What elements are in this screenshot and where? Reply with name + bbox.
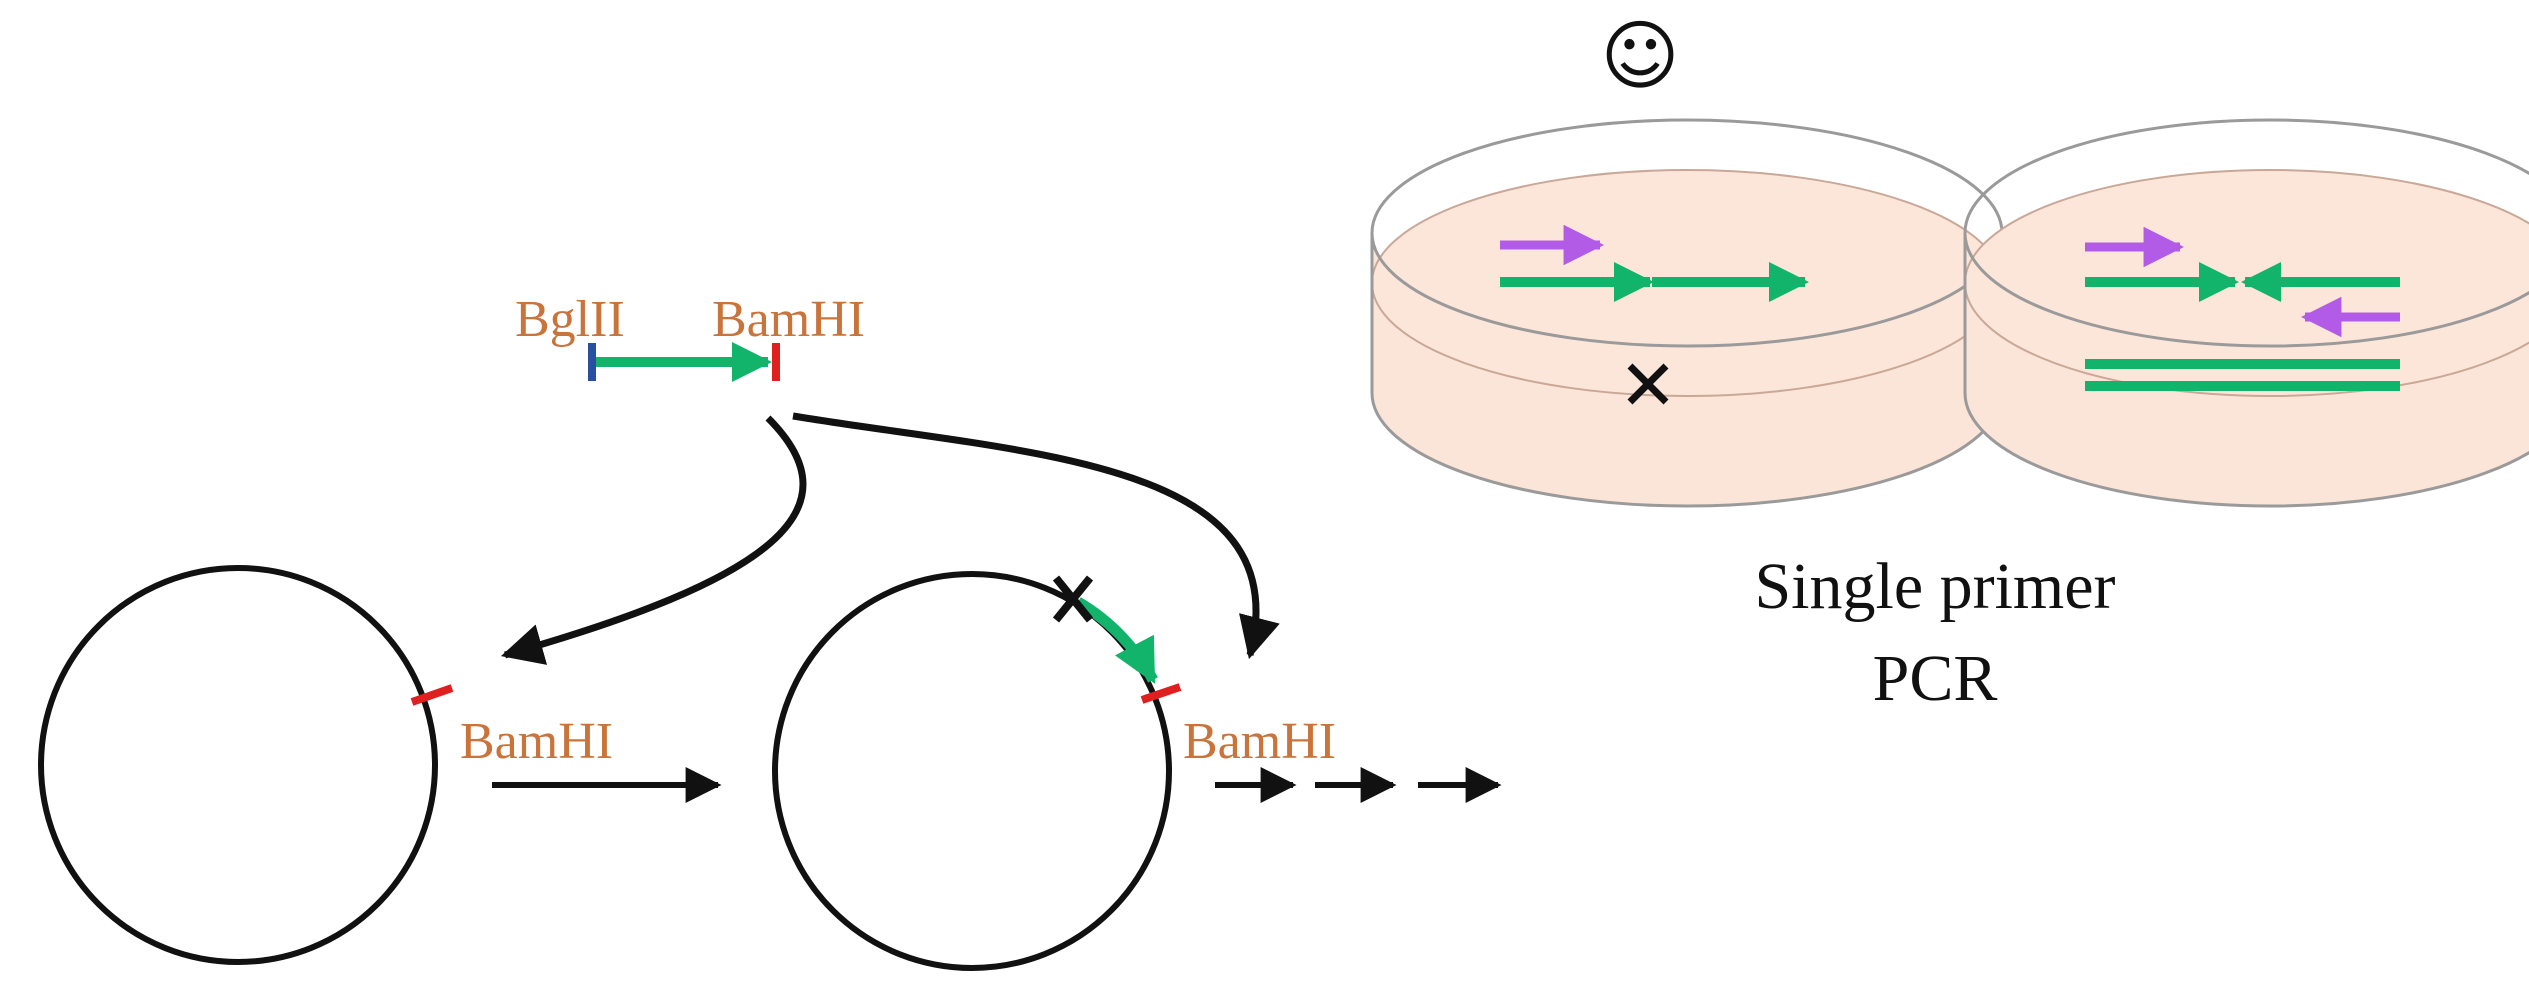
caption-line-2: PCR	[1873, 642, 1998, 715]
insert-fragment: BglII BamHI	[515, 291, 865, 382]
petri-dish-1	[1370, 118, 2004, 508]
caption-line-1: Single primer	[1754, 550, 2115, 623]
dish-2-bottom-rim	[1963, 392, 2529, 508]
blocked-site-x	[1052, 575, 1094, 623]
plasmid-2-bamhi-mark	[1140, 683, 1182, 704]
bamhi-fragment-label: BamHI	[712, 291, 865, 348]
inserted-fragment-arc	[1075, 597, 1158, 684]
insertion-arrow-right	[792, 412, 1280, 660]
bglII-label: BglII	[515, 291, 625, 348]
dish-1-bottom-rim	[1370, 392, 2004, 508]
plasmid-1-bamhi-mark	[410, 684, 454, 706]
petri-dish-2	[1963, 118, 2529, 508]
bamhi-plasmid-2-label: BamHI	[1183, 713, 1336, 770]
dish-2-top-rim	[1963, 118, 2529, 348]
plasmid-1: BamHI	[38, 565, 613, 965]
insertion-arrow-left	[500, 415, 807, 665]
bamhi-plasmid-1-label: BamHI	[460, 713, 613, 770]
plasmid-1-circle	[38, 565, 438, 965]
plasmid-2: BamHI	[772, 571, 1336, 971]
smiley-icon: ☺	[1600, 11, 1679, 100]
plasmid-2-circle	[772, 571, 1172, 971]
no-product-x-icon	[1627, 363, 1669, 405]
